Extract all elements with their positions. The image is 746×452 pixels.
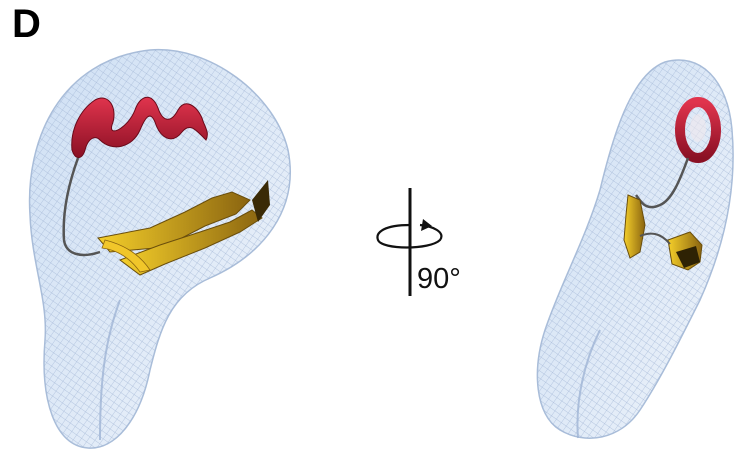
- panel-label: D: [12, 2, 41, 47]
- rotation-label: 90°: [417, 263, 461, 296]
